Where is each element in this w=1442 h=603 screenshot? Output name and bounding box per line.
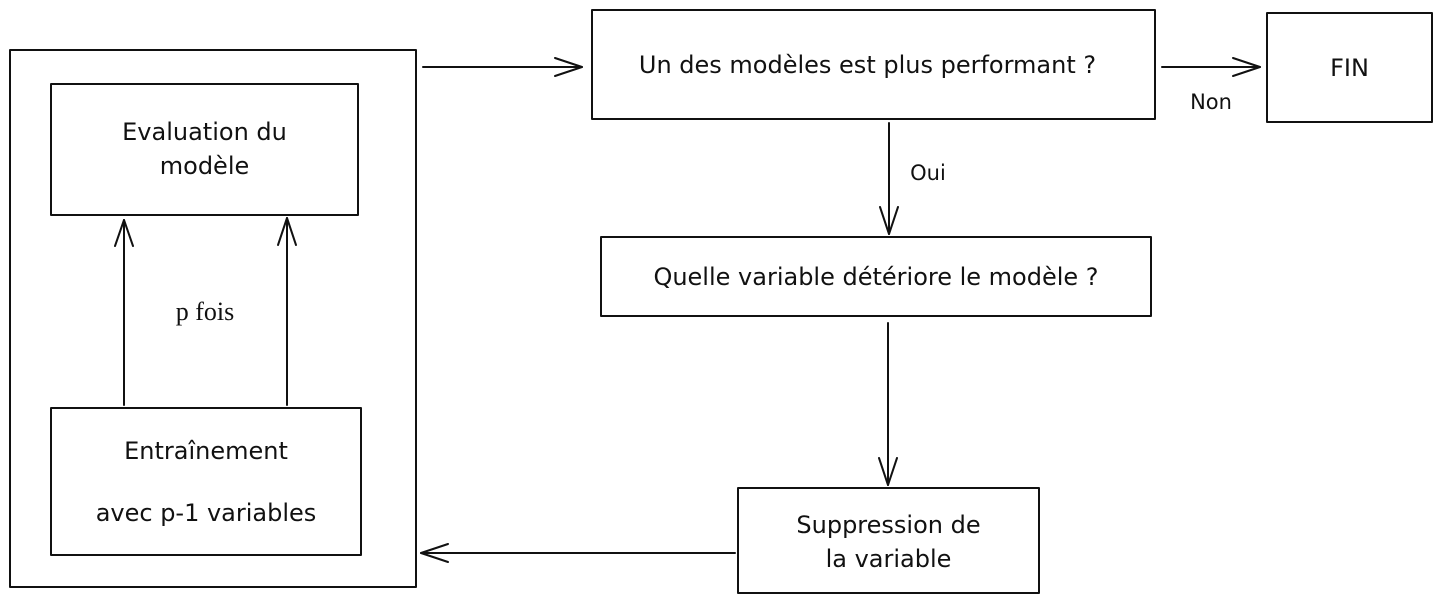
- end-box: [1266, 12, 1433, 123]
- arrow-to-suppression: [878, 322, 898, 486]
- end-label: FIN: [1330, 54, 1369, 82]
- suppression-label: Suppression de la variable: [738, 507, 1039, 577]
- training-box: [50, 407, 362, 556]
- arrow-back-to-loop: [420, 543, 736, 563]
- loop-container: [9, 49, 417, 588]
- suppression-box: [737, 487, 1040, 594]
- no-label: Non: [1190, 90, 1232, 114]
- yes-label: Oui: [910, 161, 946, 185]
- question-performance-box: [591, 9, 1156, 120]
- evaluation-label-line1: Evaluation du: [122, 118, 287, 146]
- question-variable-label: Quelle variable détériore le modèle ?: [653, 263, 1099, 291]
- evaluation-box: [50, 83, 359, 216]
- training-label: Entraînement avec p-1 variables: [51, 434, 361, 530]
- training-label-line1: Entraînement: [124, 437, 288, 465]
- arrow-to-end: [1161, 57, 1261, 77]
- arrow-up-left: [114, 219, 134, 406]
- arrow-up-right: [277, 217, 297, 406]
- evaluation-label: Evaluation du modèle: [51, 113, 358, 185]
- training-label-line2: avec p-1 variables: [95, 499, 317, 527]
- arrow-to-question-performance: [422, 57, 583, 77]
- arrow-to-question-variable: [879, 122, 899, 235]
- question-performance-label: Un des modèles est plus performant ?: [638, 51, 1097, 79]
- evaluation-label-line2: modèle: [159, 152, 250, 180]
- repeat-label: p fois: [175, 297, 235, 326]
- suppression-label-line1: Suppression de: [796, 511, 981, 539]
- suppression-label-line2: la variable: [825, 545, 952, 573]
- question-variable-box: [600, 236, 1152, 317]
